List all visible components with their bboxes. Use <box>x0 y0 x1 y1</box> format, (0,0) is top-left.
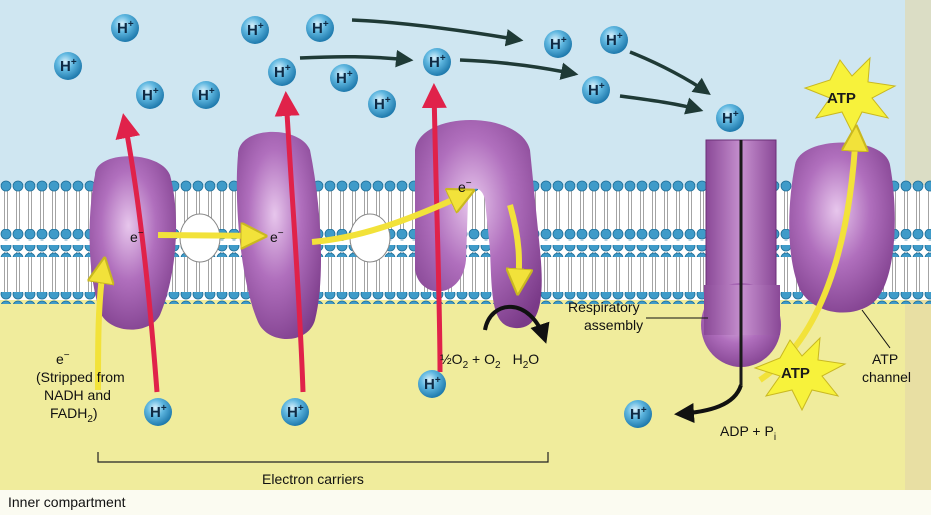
bottom-strip <box>0 490 931 515</box>
proton: H+ <box>544 30 572 58</box>
inner-compartment-region <box>0 300 931 515</box>
proton: H+ <box>418 370 446 398</box>
proton: H+ <box>241 16 269 44</box>
atp-top-label: ATP <box>827 90 856 107</box>
svg-text:channel: channel <box>862 369 911 385</box>
proton: H+ <box>281 398 309 426</box>
inner-compartment-label: Inner compartment <box>8 494 126 510</box>
stripped-line-2: NADH and <box>44 387 111 403</box>
proton: H+ <box>582 76 610 104</box>
proton: H+ <box>624 400 652 428</box>
proton: H+ <box>144 398 172 426</box>
respiratory-assembly <box>701 140 781 385</box>
electron-carriers-label: Electron carriers <box>262 471 364 487</box>
proton: H+ <box>423 48 451 76</box>
svg-text:Respiratory: Respiratory <box>568 299 640 315</box>
proton: H+ <box>330 64 358 92</box>
svg-text:assembly: assembly <box>584 317 643 333</box>
proton: H+ <box>192 81 220 109</box>
atp-bottom-label: ATP <box>781 365 810 382</box>
mobile-carrier-2 <box>350 214 390 262</box>
proton: H+ <box>54 52 82 80</box>
svg-text:ATP: ATP <box>872 351 898 367</box>
proton: H+ <box>716 104 744 132</box>
proton: H+ <box>111 14 139 42</box>
proton: H+ <box>306 14 334 42</box>
proton: H+ <box>368 90 396 118</box>
proton: H+ <box>600 26 628 54</box>
stripped-line-1: (Stripped from <box>36 369 125 385</box>
proton: H+ <box>136 81 164 109</box>
proton: H+ <box>268 58 296 86</box>
